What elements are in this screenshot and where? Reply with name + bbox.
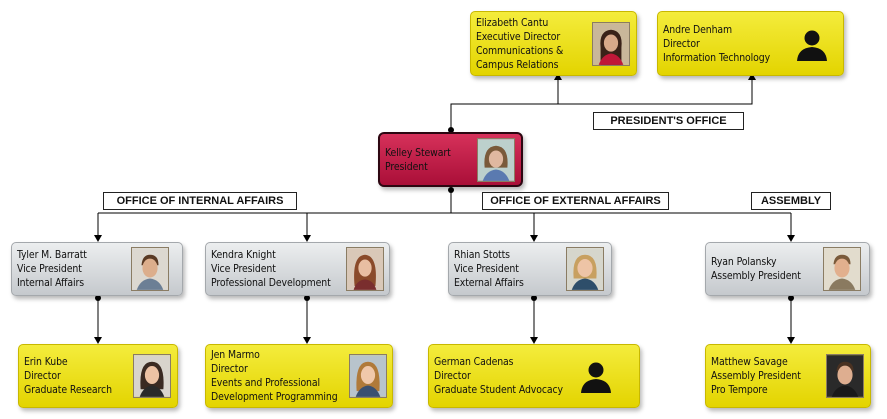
- person-silhouette-icon: [579, 359, 613, 393]
- person-title-line: Development Programming: [211, 391, 338, 403]
- person-title-line: Events and Professional: [211, 377, 321, 389]
- portrait-photo-erin-kube: [133, 354, 171, 398]
- label-assembly: ASSEMBLY: [751, 192, 831, 210]
- person-title-line: Vice President: [211, 263, 276, 275]
- person-title-line: Communications &: [476, 44, 564, 57]
- person-name: Matthew Savage: [711, 356, 788, 368]
- person-silhouette-icon: [795, 27, 829, 61]
- card-text: Tyler M. Barratt Vice President Internal…: [17, 248, 87, 290]
- connector-president-to-office: [450, 80, 753, 132]
- portrait-photo-rhian-stotts: [566, 247, 604, 291]
- card-text: Ryan Polansky Assembly President: [711, 255, 801, 283]
- card-text: Kelley Stewart President: [385, 146, 451, 174]
- person-title-line: President: [385, 160, 428, 173]
- person-title-line: Professional Development: [211, 277, 331, 289]
- person-title-line: Campus Relations: [476, 58, 559, 71]
- card-tyler-barratt: Tyler M. Barratt Vice President Internal…: [11, 242, 183, 296]
- card-andre-denham: Andre Denham Director Information Techno…: [657, 11, 844, 76]
- card-text: Kendra Knight Vice President Professiona…: [211, 248, 331, 290]
- person-name: Tyler M. Barratt: [17, 249, 87, 261]
- label-external-affairs: OFFICE OF EXTERNAL AFFAIRS: [482, 192, 669, 210]
- connector-vps-to-directors: [97, 296, 792, 342]
- person-title-line: Vice President: [454, 263, 519, 275]
- portrait-photo-elizabeth-cantu: [592, 21, 630, 66]
- person-title-line: Graduate Research: [24, 384, 112, 396]
- card-text: German Cadenas Director Graduate Student…: [434, 355, 563, 397]
- card-text: Elizabeth Cantu Executive Director Commu…: [476, 16, 563, 72]
- person-title-line: Director: [211, 363, 248, 375]
- person-name: Andre Denham: [663, 23, 733, 36]
- label-presidents-office: PRESIDENT'S OFFICE: [593, 112, 744, 130]
- person-title-line: Director: [24, 370, 61, 382]
- person-name: Kelley Stewart: [385, 146, 451, 159]
- card-matthew-savage: Matthew Savage Assembly President Pro Te…: [705, 344, 871, 408]
- person-name: Rhian Stotts: [454, 249, 510, 261]
- person-title-line: Vice President: [17, 263, 82, 275]
- portrait-photo-jen-marmo: [349, 354, 387, 398]
- person-title-line: Information Technology: [663, 51, 771, 64]
- person-title-line: Internal Affairs: [17, 277, 85, 289]
- person-name: Elizabeth Cantu: [476, 16, 549, 29]
- card-rhian-stotts: Rhian Stotts Vice President External Aff…: [448, 242, 612, 296]
- card-text: Matthew Savage Assembly President Pro Te…: [711, 355, 801, 397]
- connector-president-to-vps: [97, 188, 792, 240]
- person-title-line: Graduate Student Advocacy: [434, 384, 563, 396]
- portrait-photo-kendra-knight: [346, 247, 384, 291]
- person-title-line: Director: [663, 37, 700, 50]
- person-name: Kendra Knight: [211, 249, 276, 261]
- card-german-cadenas: German Cadenas Director Graduate Student…: [428, 344, 640, 408]
- portrait-photo-tyler-barratt: [131, 247, 169, 291]
- person-title-line: Executive Director: [476, 30, 561, 43]
- card-kelley-stewart: Kelley Stewart President: [378, 132, 523, 187]
- person-title-line: Pro Tempore: [711, 384, 768, 396]
- portrait-photo-matthew-savage: [826, 354, 864, 398]
- portrait-photo-kelley-stewart: [477, 137, 515, 182]
- card-elizabeth-cantu: Elizabeth Cantu Executive Director Commu…: [470, 11, 637, 76]
- person-name: Ryan Polansky: [711, 256, 777, 268]
- person-name: German Cadenas: [434, 356, 514, 368]
- card-ryan-polansky: Ryan Polansky Assembly President: [705, 242, 870, 296]
- card-erin-kube: Erin Kube Director Graduate Research: [18, 344, 178, 408]
- card-text: Andre Denham Director Information Techno…: [663, 23, 770, 65]
- card-kendra-knight: Kendra Knight Vice President Professiona…: [205, 242, 390, 296]
- card-text: Rhian Stotts Vice President External Aff…: [454, 248, 524, 290]
- person-title-line: Assembly President: [711, 270, 801, 282]
- person-name: Erin Kube: [24, 356, 68, 368]
- person-title-line: External Affairs: [454, 277, 524, 289]
- card-text: Jen Marmo Director Events and Profession…: [211, 348, 338, 404]
- person-name: Jen Marmo: [211, 349, 260, 361]
- label-internal-affairs: OFFICE OF INTERNAL AFFAIRS: [103, 192, 297, 210]
- person-title-line: Assembly President: [711, 370, 801, 382]
- card-text: Erin Kube Director Graduate Research: [24, 355, 112, 397]
- person-title-line: Director: [434, 370, 471, 382]
- portrait-photo-ryan-polansky: [823, 247, 861, 291]
- card-jen-marmo: Jen Marmo Director Events and Profession…: [205, 344, 393, 408]
